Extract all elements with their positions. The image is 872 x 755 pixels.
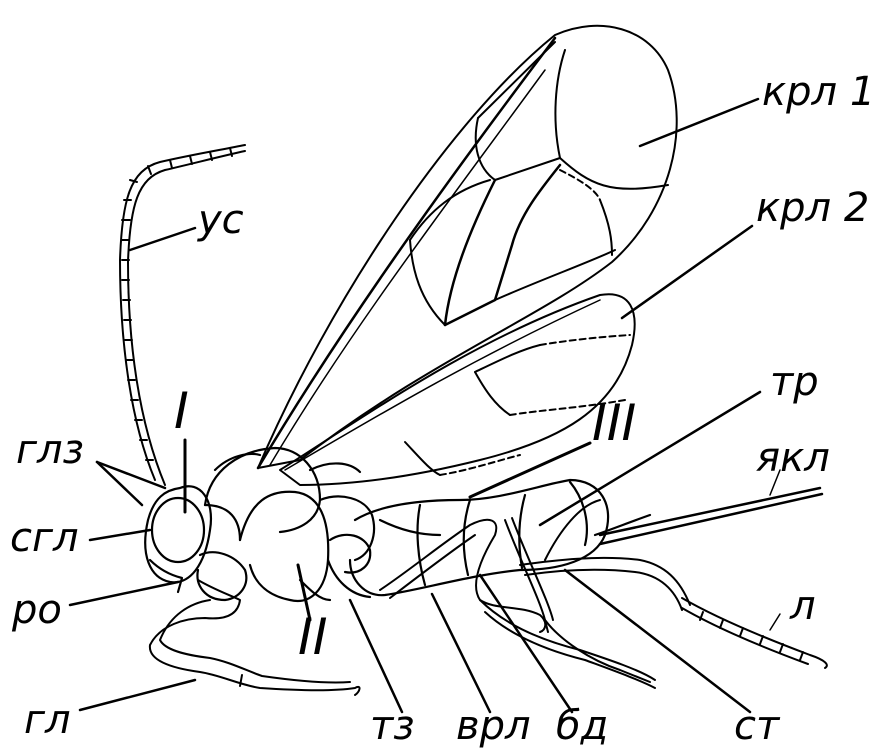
leader-krl1 bbox=[640, 99, 758, 146]
leader-vrl bbox=[432, 594, 490, 712]
label-tz: тз bbox=[370, 706, 415, 746]
hindwing bbox=[280, 294, 635, 485]
segment-label-II: II bbox=[298, 612, 328, 662]
label-us: ус bbox=[198, 200, 244, 240]
leader-us bbox=[130, 228, 195, 250]
label-glz: глз bbox=[16, 430, 84, 470]
leader-sgl bbox=[90, 530, 150, 540]
ovipositor bbox=[600, 488, 822, 544]
label-yakl: якл bbox=[756, 438, 830, 478]
middle-leg bbox=[380, 520, 655, 688]
label-bd: бд bbox=[556, 706, 608, 746]
leader-glz-b bbox=[97, 462, 142, 505]
leader-tr bbox=[540, 392, 760, 525]
label-ro: ро bbox=[12, 590, 62, 630]
leader-gl bbox=[80, 680, 195, 710]
label-krl1: крл 1 bbox=[762, 72, 872, 112]
leader-st bbox=[565, 570, 750, 712]
leader-ro bbox=[70, 582, 178, 605]
label-sgl: сгл bbox=[10, 518, 79, 558]
label-l: л bbox=[790, 586, 816, 626]
leader-krl2 bbox=[622, 226, 752, 318]
abdomen bbox=[350, 480, 650, 595]
segment-label-III: III bbox=[592, 398, 636, 448]
head bbox=[145, 486, 240, 592]
leader-tz bbox=[350, 600, 402, 712]
segment-label-I: I bbox=[174, 386, 189, 436]
front-leg bbox=[150, 580, 360, 695]
label-st: ст bbox=[734, 706, 779, 746]
hind-leg bbox=[505, 500, 827, 682]
leader-glz-a bbox=[97, 462, 165, 488]
label-krl2: крл 2 bbox=[756, 188, 869, 228]
label-tr: тр bbox=[770, 362, 819, 402]
leader-l bbox=[770, 614, 780, 630]
thorax bbox=[197, 448, 374, 601]
label-vrl: врл bbox=[456, 706, 531, 746]
label-gl: гл bbox=[24, 700, 71, 740]
